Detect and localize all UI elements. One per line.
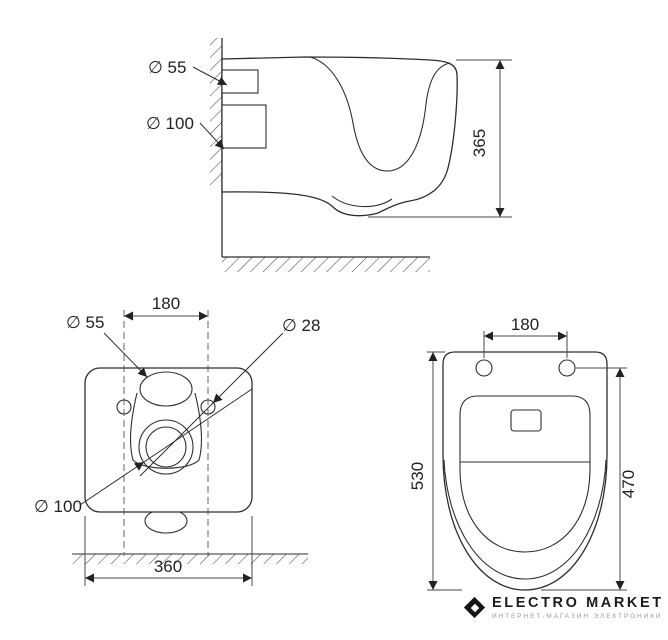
label-d100-side: ∅ 100 xyxy=(146,114,194,133)
dim-530-text: 530 xyxy=(408,462,427,490)
rear-view: ∅ 55 180 ∅ 28 ∅ 100 360 xyxy=(34,294,320,586)
inlet-pipe xyxy=(221,69,259,94)
label-d100-rear: ∅ 100 xyxy=(34,497,82,516)
dim-365-text: 365 xyxy=(470,129,489,157)
leader-d28-rear xyxy=(212,332,284,404)
label-d55-rear: ∅ 55 xyxy=(66,313,104,332)
brand-name: ELECTRO MARKET xyxy=(492,595,664,611)
wall-hatch xyxy=(210,38,222,185)
leader-d100-rear xyxy=(79,461,145,506)
toilet-side-outline xyxy=(221,56,458,217)
side-view: ∅ 55 ∅ 100 365 xyxy=(146,38,512,272)
seat-outline xyxy=(459,395,591,553)
top-view-outline xyxy=(442,351,608,591)
dim-180-text-rear: 180 xyxy=(152,294,180,313)
leader-d55-rear xyxy=(103,332,148,378)
label-d28-rear: ∅ 28 xyxy=(282,316,320,335)
leader-d55-side xyxy=(192,66,228,86)
bowl-rim-inner-curve xyxy=(443,459,607,580)
label-d55-side: ∅ 55 xyxy=(148,58,186,77)
dim-470 xyxy=(541,367,627,591)
outlet-hole-inner xyxy=(145,426,187,468)
dim-470-text: 470 xyxy=(619,470,638,498)
toilet-bowl-inner-curve xyxy=(309,56,451,172)
brand-text-block: ELECTRO MARKET ИНТЕРНЕТ-МАГАЗИН ЭЛЕКТРОН… xyxy=(492,595,664,620)
brand-diamond-icon xyxy=(463,596,486,619)
trap-housing xyxy=(129,392,203,469)
ground-hatch xyxy=(72,554,308,564)
dim-360 xyxy=(84,516,253,586)
top-fixing-hole-right xyxy=(558,359,576,377)
brand-logo: ELECTRO MARKET ИНТЕРНЕТ-МАГАЗИН ЭЛЕКТРОН… xyxy=(463,595,664,620)
rear-body-outline xyxy=(84,367,253,513)
top-fixing-hole-left xyxy=(475,359,493,377)
leader-d100-side xyxy=(199,122,225,150)
brand-tagline: ИНТЕРНЕТ-МАГАЗИН ЭЛЕКТРОНИКИ xyxy=(492,613,663,620)
dim-365 xyxy=(368,59,512,218)
top-view: 180 530 470 xyxy=(408,315,638,591)
dim-180-top xyxy=(483,331,568,358)
hinge-button xyxy=(510,409,542,432)
dim-530 xyxy=(427,351,462,591)
inlet-hole-oval xyxy=(139,371,193,407)
dim-180-text-top: 180 xyxy=(511,315,539,334)
outlet-hole-outer xyxy=(138,419,194,475)
dim-360-text: 360 xyxy=(154,557,182,576)
drain-pipe xyxy=(221,104,267,149)
floor-hatch xyxy=(222,257,430,272)
toilet-trap-curve xyxy=(331,195,393,208)
leader-d100-rear-overshoot xyxy=(143,388,253,463)
